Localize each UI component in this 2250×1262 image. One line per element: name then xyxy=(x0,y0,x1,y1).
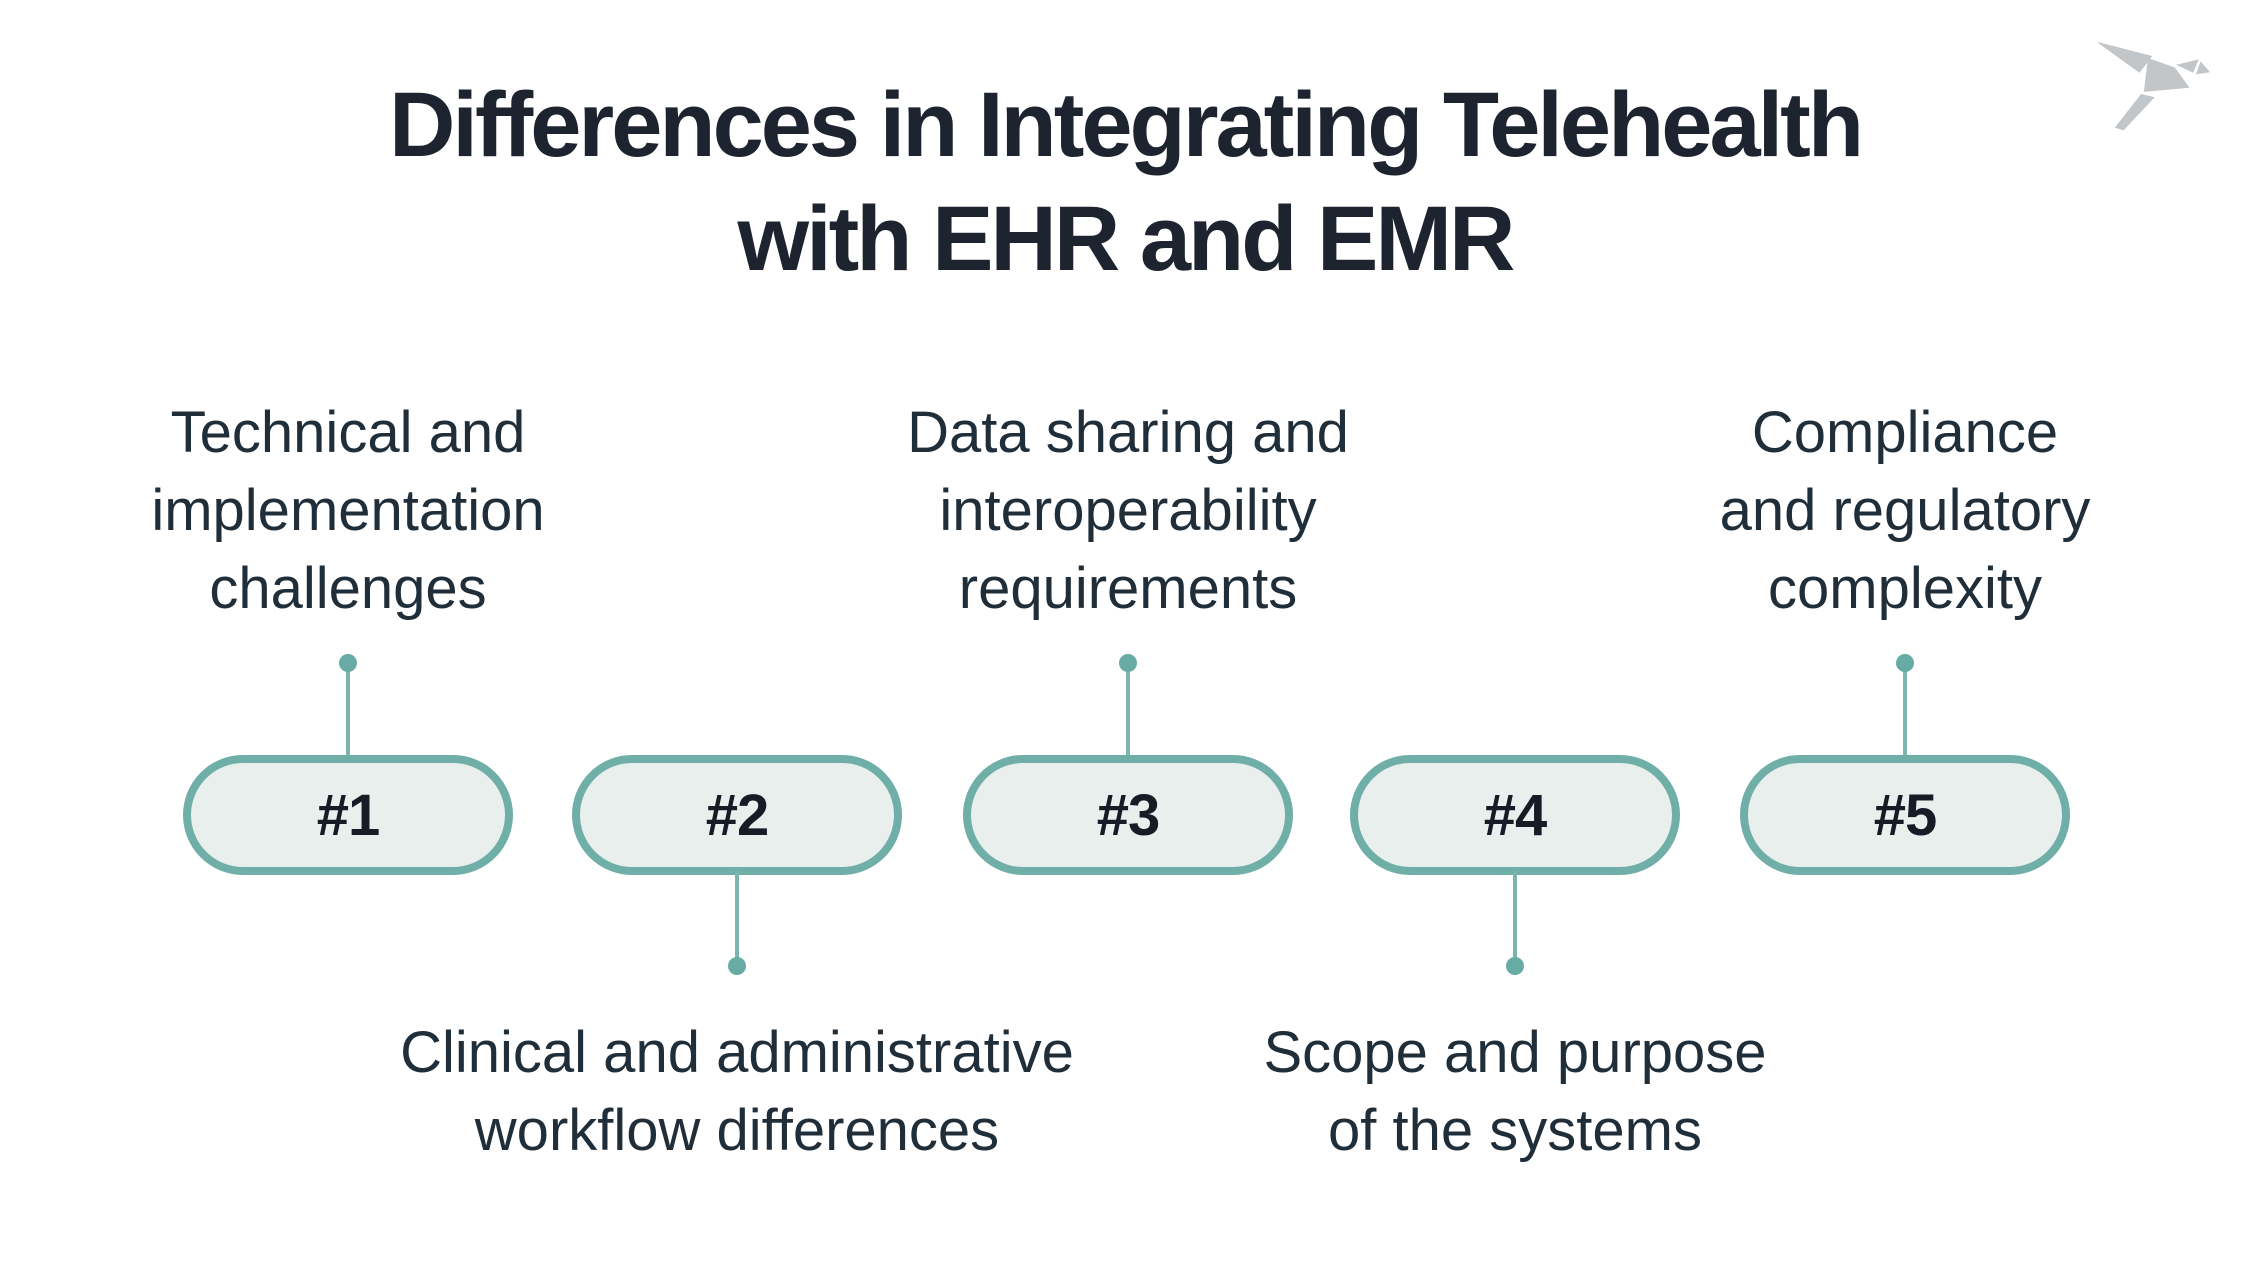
origami-bird-icon xyxy=(2096,41,2211,131)
item-3-label: Data sharing and interoperability requir… xyxy=(907,400,1349,621)
page-title-line1: Differences in Integrating Telehealth xyxy=(388,74,1864,176)
item-5-connector-line xyxy=(1903,663,1907,759)
item-2-label: Clinical and administrative workflow dif… xyxy=(400,1020,1074,1163)
page-title-line2: with EHR and EMR xyxy=(737,188,1516,290)
item-5-pill: #5 xyxy=(1740,755,2070,875)
item-1-number: #1 xyxy=(316,782,381,848)
origami-bird-logo xyxy=(2083,8,2225,150)
item-2-pill: #2 xyxy=(572,755,902,875)
page-title: Differences in Integrating Telehealth wi… xyxy=(0,68,2250,296)
item-2-number: #2 xyxy=(705,782,770,848)
item-4-pill: #4 xyxy=(1350,755,1680,875)
item-3-connector-dot xyxy=(1119,654,1137,672)
item-3-connector-line xyxy=(1126,663,1130,759)
item-1-label: Technical and implementation challenges xyxy=(151,400,545,621)
item-1-pill: #1 xyxy=(183,755,513,875)
item-1-connector-line xyxy=(346,663,350,759)
item-5-number: #5 xyxy=(1873,782,1938,848)
item-2-connector-dot xyxy=(728,957,746,975)
item-5-label: Compliance and regulatory complexity xyxy=(1719,400,2091,621)
item-4-connector-dot xyxy=(1506,957,1524,975)
item-1-connector-dot xyxy=(339,654,357,672)
item-2-connector-line xyxy=(735,871,739,967)
item-4-connector-line xyxy=(1513,871,1517,967)
item-5-connector-dot xyxy=(1896,654,1914,672)
item-3-pill: #3 xyxy=(963,755,1293,875)
item-4-number: #4 xyxy=(1483,782,1548,848)
item-3-number: #3 xyxy=(1096,782,1161,848)
item-4-label: Scope and purpose of the systems xyxy=(1263,1020,1767,1163)
